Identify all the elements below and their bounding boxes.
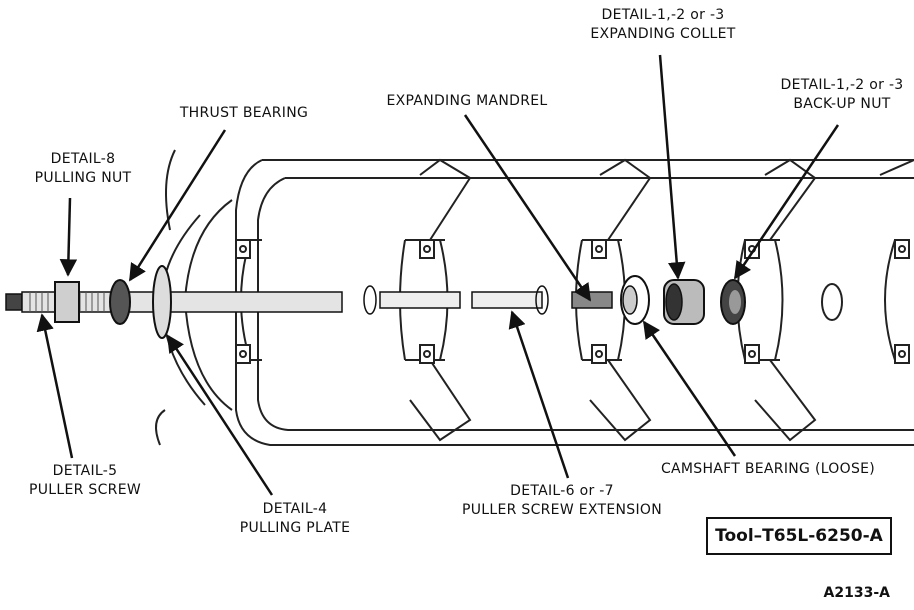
- pulling-nut-label-line1: DETAIL-8: [50, 151, 116, 167]
- back-up-nut-label: DETAIL-1,-2 or -3 BACK-UP NUT: [770, 76, 914, 114]
- pulling-plate-label: DETAIL-4 PULLING PLATE: [230, 500, 360, 538]
- leader-arrows: [36, 54, 840, 496]
- puller-screw: [5, 291, 343, 313]
- puller-screw-label-line1: DETAIL-5: [52, 463, 118, 479]
- thrust-bearing-label: THRUST BEARING: [179, 105, 309, 121]
- puller-screw-label-line2: PULLER SCREW: [29, 482, 141, 498]
- expanding-mandrel: [571, 291, 613, 309]
- extension-label-line1: DETAIL-6 or -7: [510, 483, 614, 499]
- camshaft-bearing-label: CAMSHAFT BEARING (LOOSE): [660, 461, 876, 477]
- back-up-nut: [720, 279, 746, 325]
- pulling-plate: [152, 265, 172, 339]
- tool-number-box: Tool–T65L-6250-A: [706, 517, 892, 555]
- expanding-collet-label: DETAIL-1,-2 or -3 EXPANDING COLLET: [568, 6, 758, 44]
- thrust-bearing: [109, 279, 131, 325]
- extension-label-line2: PULLER SCREW EXTENSION: [461, 502, 662, 518]
- figure-id: A2133-A: [823, 585, 890, 601]
- expanding-collet-label-line1: DETAIL-1,-2 or -3: [601, 7, 725, 23]
- pulling-nut-label-line2: PULLING NUT: [34, 170, 132, 186]
- pulling-plate-label-line1: DETAIL-4: [262, 501, 328, 517]
- expanding-collet-label-line2: EXPANDING COLLET: [590, 26, 736, 42]
- puller-screw-extension: [363, 285, 549, 315]
- camshaft-bearing: [620, 275, 650, 325]
- expanding-collet: [663, 279, 705, 325]
- pulling-nut: [54, 281, 80, 323]
- extension-label: DETAIL-6 or -7 PULLER SCREW EXTENSION: [446, 482, 678, 520]
- pulling-nut-label: DETAIL-8 PULLING NUT: [18, 150, 148, 188]
- back-up-nut-label-line2: BACK-UP NUT: [793, 96, 891, 112]
- pulling-plate-label-line2: PULLING PLATE: [239, 520, 351, 536]
- expanding-mandrel-label: EXPANDING MANDREL: [386, 93, 548, 109]
- back-up-nut-label-line1: DETAIL-1,-2 or -3: [780, 77, 904, 93]
- puller-screw-label: DETAIL-5 PULLER SCREW: [20, 462, 150, 500]
- bolt-holes: [235, 239, 910, 364]
